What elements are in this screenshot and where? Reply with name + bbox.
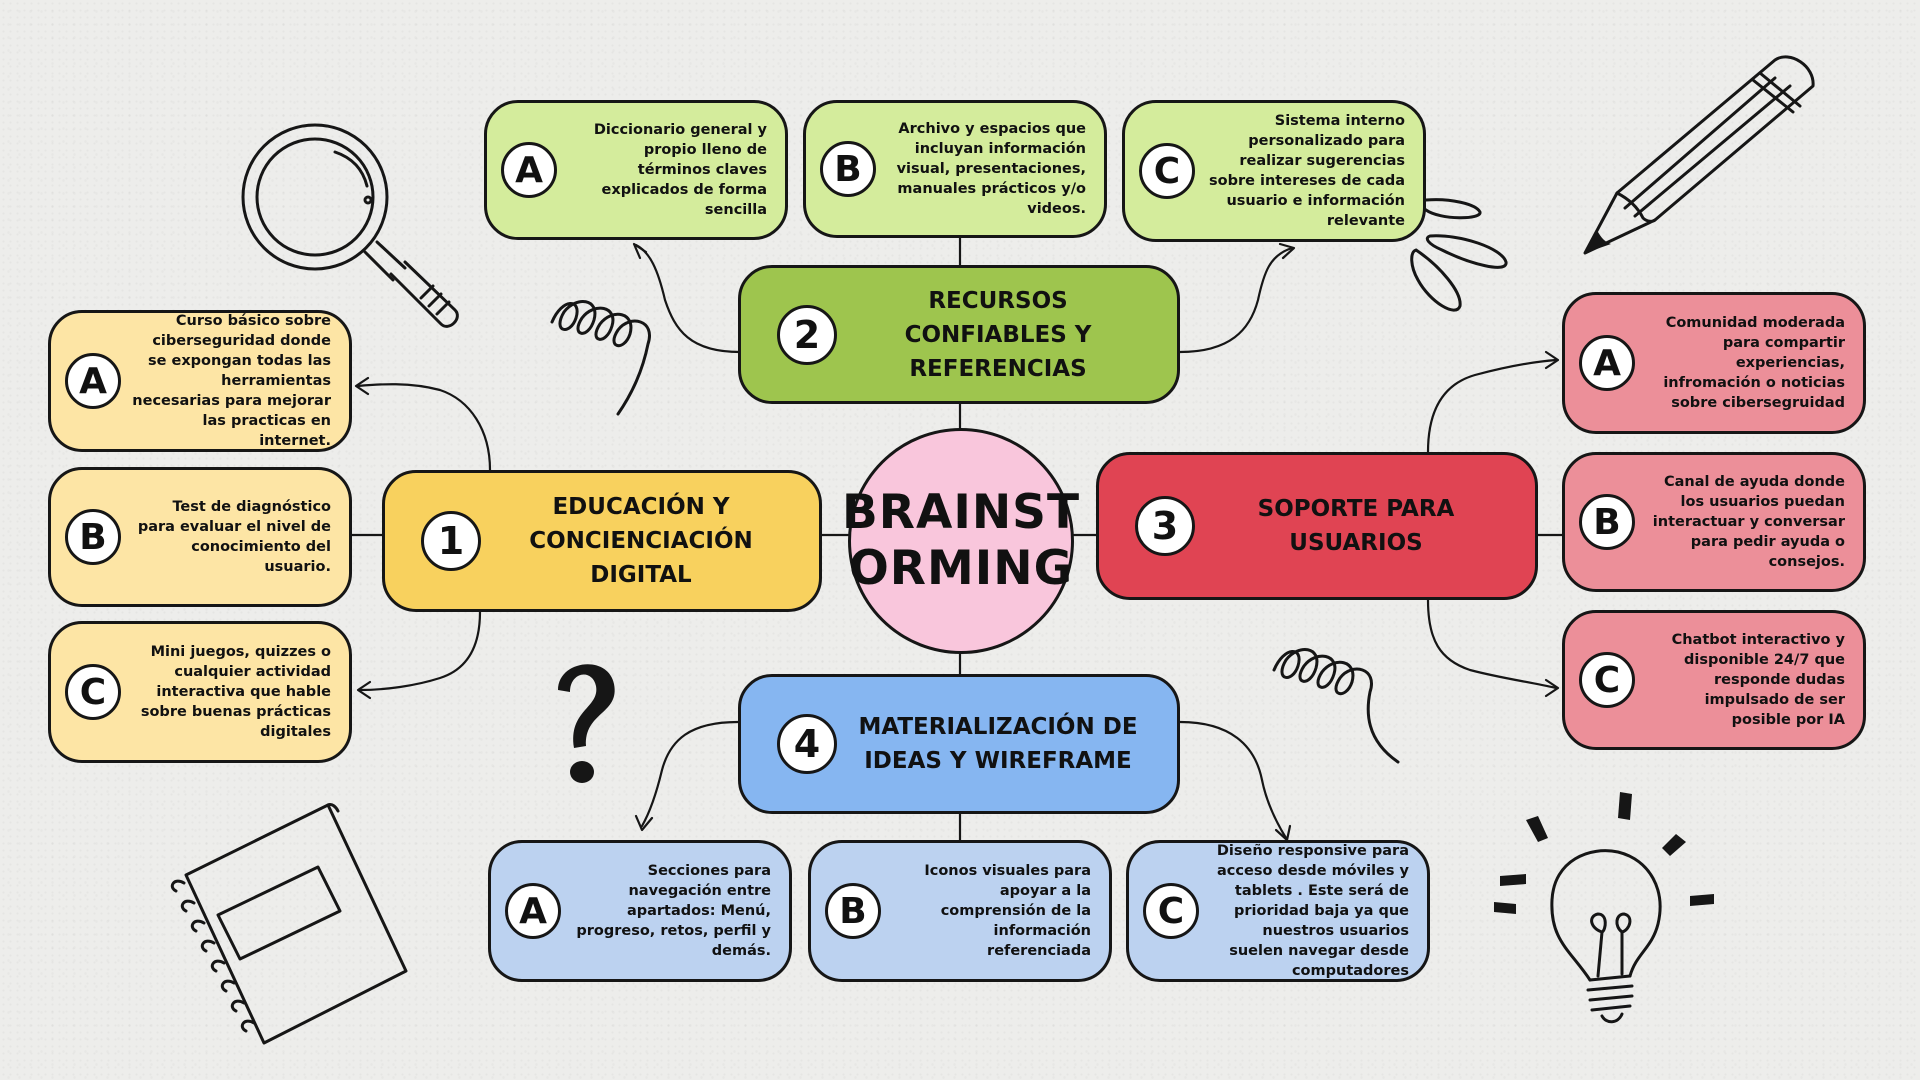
- topic-1-item-c: C Mini juegos, quizzes o cualquier activ…: [48, 621, 352, 763]
- topic-3-item-a: A Comunidad moderada para compartir expe…: [1562, 292, 1866, 434]
- spiral-doodle: [1272, 648, 1400, 764]
- center-title-line2: ORMING: [848, 541, 1074, 596]
- lightbulb-icon: [1494, 792, 1714, 1024]
- topic-2-number-badge: 2: [777, 304, 837, 365]
- topic-1-number-badge: 1: [421, 511, 481, 571]
- item-text: Chatbot interactivo y disponible 24/7 qu…: [1671, 632, 1845, 728]
- item-text: Curso básico sobre ciberseguridad donde …: [132, 313, 331, 449]
- topic-1-title: EDUCACIÓN Y CONCIENCIACIÓN DIGITAL: [529, 494, 753, 588]
- topic-2-item-a: A Diccionario general y propio lleno de …: [484, 100, 788, 240]
- item-text: Diseño responsive para acceso desde móvi…: [1216, 843, 1409, 979]
- center-title-line1: BRAINST: [841, 485, 1081, 540]
- item-text: Archivo y espacios que incluyan informac…: [896, 121, 1086, 217]
- item-letter-badge: A: [505, 883, 561, 939]
- pencil-icon: [1583, 55, 1815, 255]
- item-text: Iconos visuales para apoyar a la compren…: [924, 863, 1091, 959]
- item-letter-badge: A: [1579, 335, 1635, 391]
- item-letter-badge: A: [65, 353, 121, 409]
- topic-1-item-a: A Curso básico sobre ciberseguridad dond…: [48, 310, 352, 452]
- topic-2-title: RECURSOS CONFIABLES Y REFERENCIAS: [904, 287, 1092, 382]
- item-text: Sistema interno personalizado para reali…: [1209, 113, 1405, 229]
- topic-2-item-c: C Sistema interno personalizado para rea…: [1122, 100, 1426, 242]
- topic-4-title: MATERIALIZACIÓN DE IDEAS Y WIREFRAME: [858, 714, 1138, 774]
- item-text: Diccionario general y propio lleno de té…: [593, 122, 767, 218]
- item-letter-badge: C: [65, 664, 121, 720]
- spiral-doodle: [550, 300, 651, 416]
- magnifier-icon: [241, 123, 459, 328]
- question-mark-icon: [558, 664, 615, 783]
- item-letter-badge: C: [1579, 652, 1635, 708]
- item-letter-badge: C: [1139, 143, 1195, 199]
- item-letter-badge: B: [825, 883, 881, 939]
- topic-2-item-b: B Archivo y espacios que incluyan inform…: [803, 100, 1107, 238]
- topic-1-item-b: B Test de diagnóstico para evaluar el ni…: [48, 467, 352, 607]
- item-letter-badge: C: [1143, 883, 1199, 939]
- item-letter-badge: B: [820, 141, 876, 197]
- item-text: Canal de ayuda donde los usuarios puedan…: [1652, 474, 1845, 570]
- item-text: Comunidad moderada para compartir experi…: [1663, 315, 1845, 411]
- splash-doodle: [1410, 198, 1508, 312]
- topic-3-title: SOPORTE PARA USUARIOS: [1257, 496, 1455, 556]
- topic-4-item-b: B Iconos visuales para apoyar a la compr…: [808, 840, 1112, 982]
- item-text: Secciones para navegación entre apartado…: [576, 863, 771, 959]
- center-node: BRAINST ORMING: [842, 428, 1079, 654]
- item-letter-badge: A: [501, 142, 557, 198]
- item-letter-badge: B: [65, 509, 121, 565]
- item-letter-badge: B: [1579, 494, 1635, 550]
- topic-4-box: 4 MATERIALIZACIÓN DE IDEAS Y WIREFRAME: [738, 674, 1180, 814]
- topic-2-box: 2 RECURSOS CONFIABLES Y REFERENCIAS: [738, 265, 1180, 404]
- topic-3-number-badge: 3: [1135, 496, 1195, 556]
- item-text: Mini juegos, quizzes o cualquier activid…: [140, 644, 331, 740]
- topic-4-number-badge: 4: [777, 714, 837, 774]
- notebook-icon: [170, 803, 408, 1045]
- topic-4-item-a: A Secciones para navegación entre aparta…: [488, 840, 792, 982]
- topic-3-item-b: B Canal de ayuda donde los usuarios pued…: [1562, 452, 1866, 592]
- item-text: Test de diagnóstico para evaluar el nive…: [137, 499, 331, 575]
- topic-3-item-c: C Chatbot interactivo y disponible 24/7 …: [1562, 610, 1866, 750]
- topic-3-box: 3 SOPORTE PARA USUARIOS: [1096, 452, 1538, 600]
- topic-1-box: 1 EDUCACIÓN Y CONCIENCIACIÓN DIGITAL: [382, 470, 822, 612]
- topic-4-item-c: C Diseño responsive para acceso desde mó…: [1126, 840, 1430, 982]
